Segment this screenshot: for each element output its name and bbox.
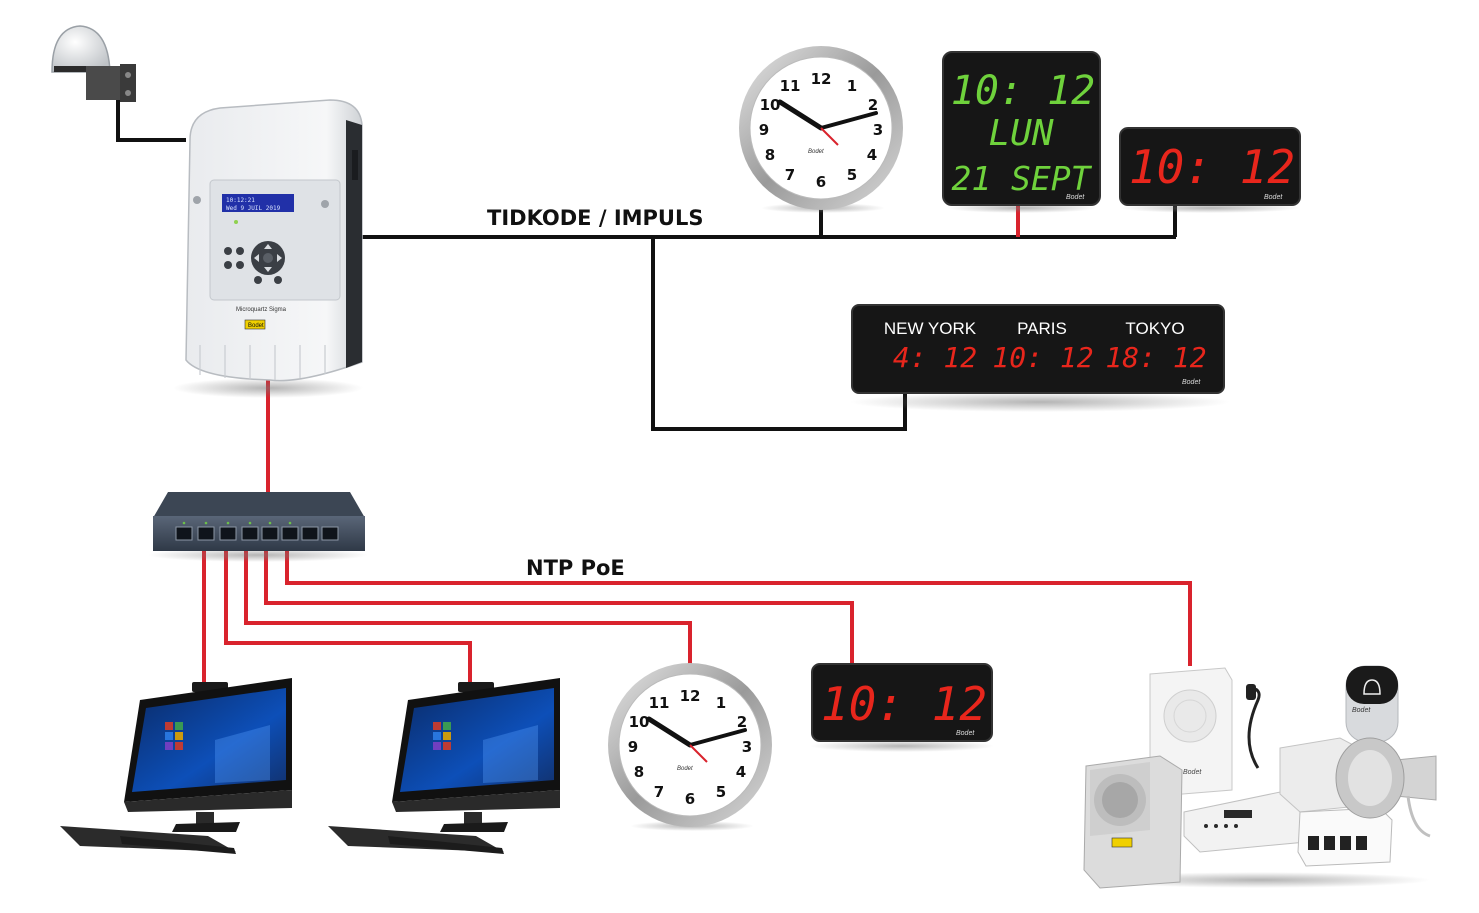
master-clock-lcd [222, 194, 294, 212]
digital-clock-bottom: 10: 12 Bodet [810, 663, 994, 752]
monitor-screen [400, 688, 554, 792]
svg-text:2: 2 [868, 96, 878, 114]
bell-unit-brand: Bodet [1352, 707, 1371, 714]
digital-clock-top: 10: 12 Bodet [1119, 127, 1301, 213]
svg-text:12: 12 [811, 70, 832, 88]
svg-text:12: 12 [680, 687, 701, 705]
drop-world-clock [651, 237, 907, 431]
world-clock-city-time: 10: 12 [992, 341, 1093, 374]
ntp-wiring [202, 380, 1192, 686]
left-screw [193, 196, 201, 204]
world-clock-city-time: 4: 12 [893, 341, 977, 374]
master-clock-badge [244, 319, 266, 330]
hour-hand [777, 99, 824, 131]
svg-text:10: 10 [629, 713, 650, 731]
svg-text:5: 5 [847, 166, 857, 184]
ntp-cable-pc2 [224, 543, 472, 686]
svg-text:3: 3 [873, 121, 883, 139]
ntp-cable-clock [244, 543, 692, 664]
svg-text:9: 9 [628, 738, 638, 756]
svg-text:11: 11 [780, 77, 801, 95]
bell-icon [1363, 679, 1381, 695]
antenna-dome [51, 25, 111, 73]
svg-text:11: 11 [649, 694, 670, 712]
svg-text:8: 8 [634, 763, 644, 781]
monitor-screen [132, 688, 286, 792]
master-clock-model: Microquartz Sigma [236, 307, 287, 313]
bell-unit: Bodet [1345, 665, 1399, 743]
ntp-bus-label: NTP PoE [526, 556, 625, 580]
calendar-day: LUN [988, 113, 1053, 154]
desktop-pc-1 [60, 678, 292, 854]
calendar-brand: Bodet [1066, 194, 1085, 201]
horn-speaker [1335, 737, 1437, 838]
svg-text:7: 7 [785, 166, 795, 184]
master-clock-brand: Bodet [248, 323, 264, 329]
switch-ports[interactable] [175, 526, 339, 541]
calendar-time: 10: 12 [951, 68, 1096, 114]
svg-text:2: 2 [737, 713, 747, 731]
master-clock-lcd-line2: Wed 9 JUIL 2019 [226, 205, 281, 212]
gps-antenna-cable [116, 100, 186, 142]
analog-clock-bottom-brand: Bodet [677, 766, 693, 772]
world-clock-city-3: TOKYO 18: 12 [1105, 319, 1206, 374]
monitor-stand [440, 822, 508, 832]
calendar-display: 10: 12 LUN 21 SEPT Bodet [942, 51, 1101, 213]
world-clock-city-1: NEW YORK 4: 12 [884, 319, 977, 374]
svg-text:10: 10 [760, 96, 781, 114]
digital-clock-bottom-time: 10: 12 [821, 677, 987, 731]
svg-text:7: 7 [654, 783, 664, 801]
second-hand [820, 127, 839, 146]
wall-speaker-brand: Bodet [1183, 769, 1202, 776]
digital-clock-top-time: 10: 12 [1129, 140, 1295, 194]
svg-text:1: 1 [716, 694, 726, 712]
calendar-date: 21 SEPT [951, 159, 1092, 198]
svg-text:6: 6 [685, 790, 695, 808]
svg-text:1: 1 [847, 77, 857, 95]
world-clock-city-name: TOKYO [1125, 319, 1184, 338]
desktop-pc-2 [328, 678, 560, 854]
svg-text:3: 3 [742, 738, 752, 756]
svg-text:4: 4 [736, 763, 746, 781]
master-clock: 10:12:21 Wed 9 JUIL 2019 Microquartz Sig… [173, 99, 363, 398]
right-screw [321, 200, 329, 208]
minute-hand [688, 728, 747, 747]
world-clock-brand: Bodet [1182, 379, 1201, 386]
switch-top [153, 492, 365, 518]
digital-clock-bottom-brand: Bodet [956, 730, 975, 737]
svg-text:4: 4 [867, 146, 877, 164]
antenna-ring [54, 66, 110, 72]
world-clock-city-name: PARIS [1017, 319, 1067, 338]
status-led [234, 220, 238, 224]
timecode-bus-label: TIDKODE / IMPULS [487, 206, 703, 230]
master-clock-lcd-line1: 10:12:21 [226, 197, 255, 204]
svg-text:5: 5 [716, 783, 726, 801]
gps-antenna [51, 25, 136, 102]
svg-text:9: 9 [759, 121, 769, 139]
world-clock-city-2: PARIS 10: 12 [992, 319, 1093, 374]
world-clock-city-name: NEW YORK [884, 319, 977, 338]
minute-hand [819, 111, 878, 130]
keypad[interactable] [224, 247, 282, 284]
hour-hand [646, 716, 693, 748]
poe-switch [148, 492, 368, 562]
digital-clock-top-brand: Bodet [1264, 194, 1283, 201]
audio-equipment-group: Bodet [1083, 665, 1437, 889]
analog-clock-top-brand: Bodet [808, 149, 824, 155]
loudspeaker-box [1083, 755, 1183, 889]
second-hand [689, 744, 708, 763]
svg-text:6: 6 [816, 173, 826, 191]
svg-text:8: 8 [765, 146, 775, 164]
world-clock-city-time: 18: 12 [1105, 341, 1206, 374]
monitor-stand [172, 822, 240, 832]
ntp-cable-audio [285, 543, 1192, 666]
ntp-cable-digital [264, 543, 854, 664]
world-clock-display: NEW YORK 4: 12 PARIS 10: 12 TOKYO 18: 12… [850, 304, 1230, 412]
button-panel [1297, 807, 1393, 867]
